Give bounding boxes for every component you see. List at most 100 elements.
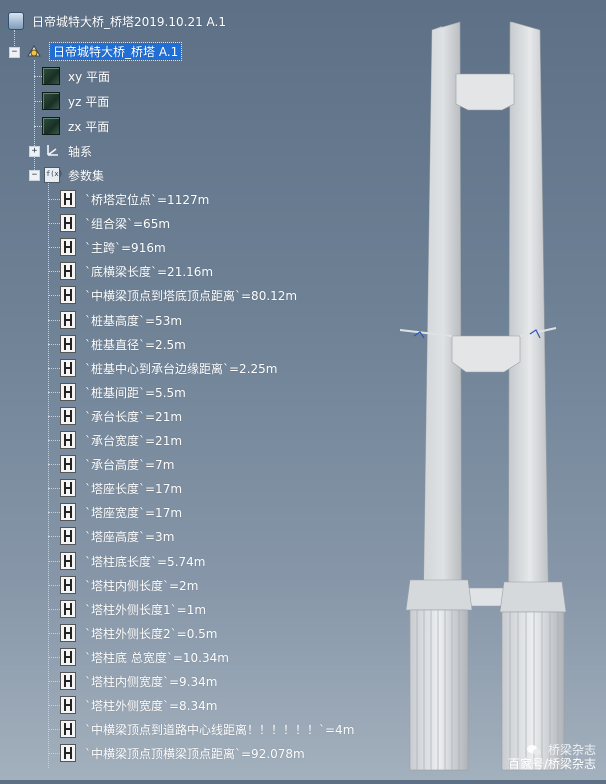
parameter-item[interactable]: `桩基中心到承台边缘距离`=2.25m	[60, 357, 277, 379]
parameter-label: `桩基间距`=5.5m	[85, 385, 186, 400]
parameter-icon	[60, 720, 76, 738]
expand-toggle[interactable]: +	[29, 146, 40, 157]
parameter-label: `承台高度`=7m	[85, 457, 175, 472]
parameter-item[interactable]: `塔座高度`=3m	[60, 525, 174, 547]
parameter-label: `桩基直径`=2.5m	[85, 337, 186, 352]
parameter-label: `塔柱外侧长度1`=1m	[85, 602, 207, 617]
parameter-label: `主跨`=916m	[85, 240, 166, 255]
parameter-item[interactable]: `桥塔定位点`=1127m	[60, 188, 209, 210]
parameter-label: `塔座高度`=3m	[85, 529, 175, 544]
parameter-icon-bar	[66, 535, 72, 537]
parameter-item[interactable]: `塔座宽度`=17m	[60, 501, 182, 523]
watermark-text: 桥梁杂志	[547, 743, 596, 757]
parameter-item[interactable]: `塔柱外侧长度2`=0.5m	[60, 622, 217, 644]
parameter-icon-bar	[66, 752, 72, 754]
plane-label: zx 平面	[68, 119, 110, 134]
tree-line	[48, 729, 60, 730]
parameter-label: `底横梁长度`=21.16m	[85, 264, 214, 279]
watermark-line2: 百家号/桥梁杂志	[507, 757, 596, 771]
parameter-label: `中横梁顶点到道路中心线距离！！！！！！`=4m	[85, 722, 355, 737]
parameter-icon	[60, 552, 76, 570]
parameters-set-label: 参数集	[68, 168, 105, 183]
tree-parameters-set[interactable]: 参数集	[44, 164, 104, 186]
parameter-item[interactable]: `组合梁`=65m	[60, 212, 170, 234]
tree-line	[48, 199, 60, 200]
parameter-icon	[60, 624, 76, 642]
parameter-item[interactable]: `塔柱底 总宽度`=10.34m	[60, 646, 229, 668]
parameter-label: `塔柱底 总宽度`=10.34m	[85, 650, 229, 665]
tree-part-node[interactable]: 日帝城特大桥_桥塔 A.1	[26, 40, 183, 62]
parameter-item[interactable]: `塔柱外侧长度1`=1m	[60, 598, 206, 620]
parameter-label: `组合梁`=65m	[85, 216, 171, 231]
tree-line	[48, 223, 60, 224]
tree-line	[34, 101, 42, 102]
tree-line	[48, 344, 60, 345]
tree-line	[48, 633, 60, 634]
parameter-icon-bar	[66, 584, 72, 586]
parameter-label: `塔座长度`=17m	[85, 481, 183, 496]
tree-plane-yz[interactable]: yz 平面	[42, 90, 109, 112]
parameter-icon-bar	[66, 343, 72, 345]
plane-label: xy 平面	[68, 69, 111, 84]
parameter-icon	[60, 455, 76, 473]
parameter-icon-bar	[66, 319, 72, 321]
tree-line	[48, 681, 60, 682]
parameter-icon-bar	[66, 487, 72, 489]
parameter-item[interactable]: `塔柱内侧宽度`=9.34m	[60, 670, 217, 692]
parameter-item[interactable]: `主跨`=916m	[60, 236, 166, 258]
parameter-icon	[60, 383, 76, 401]
parameter-icon-bar	[66, 391, 72, 393]
tree-plane-zx[interactable]: zx 平面	[42, 115, 109, 137]
parameter-item[interactable]: `中横梁顶点顶横梁顶点距离`=92.078m	[60, 742, 305, 764]
parameter-label: `塔柱外侧长度2`=0.5m	[85, 626, 218, 641]
tree-line	[48, 705, 60, 706]
parameter-item[interactable]: `塔柱外侧宽度`=8.34m	[60, 694, 217, 716]
tree-plane-xy[interactable]: xy 平面	[42, 65, 110, 87]
tree-axis-system[interactable]: 轴系	[44, 140, 92, 162]
parameter-item[interactable]: `桩基间距`=5.5m	[60, 381, 186, 403]
parameter-icon-bar	[66, 656, 72, 658]
tree-line	[34, 126, 42, 127]
tree-line	[48, 295, 60, 296]
parameter-icon-bar	[66, 680, 72, 682]
parameter-item[interactable]: `承台高度`=7m	[60, 453, 174, 475]
parameter-icon	[60, 479, 76, 497]
parameter-icon-bar	[66, 511, 72, 513]
axis-system-icon	[44, 143, 60, 159]
parameter-item[interactable]: `桩基直径`=2.5m	[60, 333, 186, 355]
parameter-icon	[60, 335, 76, 353]
parameter-icon-bar	[66, 608, 72, 610]
3d-viewport[interactable]	[380, 0, 606, 780]
parameter-item[interactable]: `桩基高度`=53m	[60, 309, 182, 331]
parameter-label: `塔柱外侧宽度`=8.34m	[85, 698, 218, 713]
parameter-item[interactable]: `承台宽度`=21m	[60, 429, 182, 451]
parameter-item[interactable]: `中横梁顶点到道路中心线距离！！！！！！`=4m	[60, 718, 354, 740]
parameter-icon-bar	[66, 294, 72, 296]
parameter-icon-bar	[66, 704, 72, 706]
parameter-icon-bar	[66, 222, 72, 224]
parameter-item[interactable]: `中横梁顶点到塔底顶点距离`=80.12m	[60, 284, 297, 306]
parameter-item[interactable]: `承台长度`=21m	[60, 405, 182, 427]
parameter-item[interactable]: `塔柱内侧长度`=2m	[60, 574, 198, 596]
parameter-item[interactable]: `底横梁长度`=21.16m	[60, 260, 213, 282]
tree-line	[48, 182, 49, 768]
tree-line	[14, 30, 15, 52]
parameter-icon	[60, 648, 76, 666]
tree-line	[48, 657, 60, 658]
tree-line	[48, 368, 60, 369]
collapse-toggle[interactable]: −	[29, 170, 40, 181]
plane-icon	[42, 117, 60, 135]
parameter-label: `塔座宽度`=17m	[85, 505, 183, 520]
parameter-icon	[60, 503, 76, 521]
tree-line	[48, 440, 60, 441]
parameter-icon-bar	[66, 198, 72, 200]
tree-root-node[interactable]: 日帝城特大桥_桥塔2019.10.21 A.1	[8, 10, 226, 32]
part-icon	[26, 43, 42, 59]
parameter-label: `桩基高度`=53m	[85, 313, 183, 328]
parameter-icon	[60, 600, 76, 618]
parameter-icon-bar	[66, 728, 72, 730]
parameter-item[interactable]: `塔座长度`=17m	[60, 477, 182, 499]
collapse-toggle[interactable]: −	[9, 47, 20, 58]
parameter-item[interactable]: `塔柱底长度`=5.74m	[60, 550, 205, 572]
parameter-label: `塔柱底长度`=5.74m	[85, 554, 206, 569]
